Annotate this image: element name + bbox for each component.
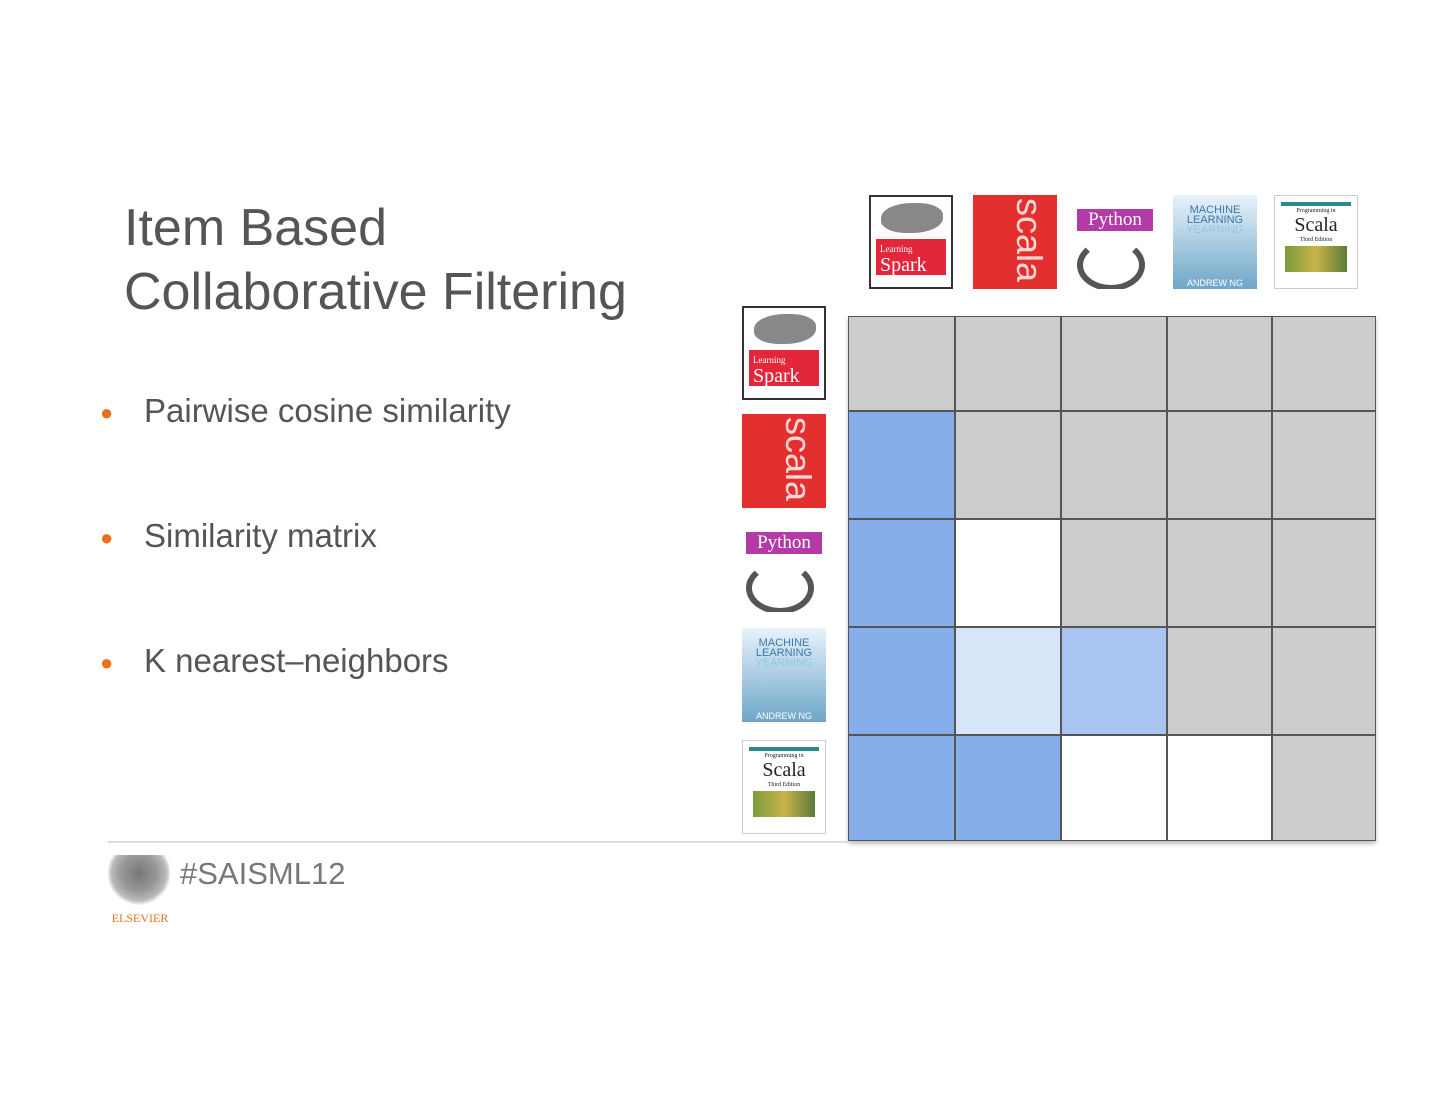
book-title: Python: [1077, 209, 1153, 231]
book-title: Scala: [1294, 214, 1338, 236]
book-title: LEARNING: [755, 647, 813, 659]
bullet-dot-icon: ●: [100, 400, 114, 425]
book-subtitle: Learning: [753, 355, 786, 365]
matrix-cell-empty: [1272, 316, 1376, 411]
snake-image: [1077, 239, 1145, 289]
matrix-cell-empty: [955, 316, 1061, 411]
logo-text: ELSEVIER: [111, 911, 169, 925]
matrix-cell-empty: [1061, 519, 1167, 627]
matrix-cell-medium: [1061, 627, 1167, 735]
similarity-matrix: [848, 316, 1376, 841]
row-book-cover: scala: [742, 414, 826, 508]
bullet-dot-icon: ●: [100, 650, 114, 675]
book-edition: Third Edition: [767, 782, 801, 788]
shark-image: [881, 203, 943, 233]
matrix-cell-strong: [848, 519, 955, 627]
column-book-cover: scala: [973, 195, 1057, 289]
book-title: scala: [1008, 197, 1050, 283]
matrix-cell-empty: [1167, 519, 1272, 627]
book-title: MACHINE: [1189, 204, 1241, 216]
matrix-cell-empty: [955, 411, 1061, 519]
shark-image: [754, 314, 816, 344]
hashtag: #SAISML12: [180, 856, 346, 891]
book-title: LEARNING: [1186, 214, 1244, 226]
snake-image: [746, 562, 814, 612]
book-title: Python: [746, 532, 822, 554]
matrix-cell-empty: [848, 316, 955, 411]
matrix-cell-empty: [1167, 411, 1272, 519]
book-title: Scala: [762, 759, 806, 781]
cover-image: [1285, 246, 1347, 272]
matrix-cell-empty: [1272, 411, 1376, 519]
matrix-cell-empty: [1061, 411, 1167, 519]
matrix-cell-zero: [1167, 735, 1272, 841]
column-book-cover: Python: [1073, 195, 1157, 289]
book-subtitle: Learning: [880, 244, 913, 254]
book-title: YEARNING: [755, 657, 813, 669]
matrix-cell-empty: [1167, 627, 1272, 735]
title-line-1: Item Based: [124, 199, 388, 257]
elsevier-logo: ELSEVIER: [108, 855, 172, 927]
cover-image: [753, 791, 815, 817]
footer-divider: [108, 841, 848, 843]
bullet-text: Similarity matrix: [144, 517, 377, 554]
book-title: YEARNING: [1186, 224, 1244, 236]
matrix-cell-empty: [1272, 735, 1376, 841]
book-title: scala: [777, 416, 819, 502]
matrix-cell-empty: [1272, 627, 1376, 735]
book-title: Spark: [880, 254, 927, 276]
book-author: ANDREW NG: [756, 711, 812, 721]
matrix-cell-strong: [848, 411, 955, 519]
book-edition: Third Edition: [1299, 237, 1333, 243]
matrix-cell-strong: [848, 735, 955, 841]
book-subtitle: Programming in: [764, 753, 804, 759]
matrix-cell-empty: [1272, 519, 1376, 627]
matrix-cell-zero: [955, 519, 1061, 627]
tree-icon: [108, 855, 170, 907]
matrix-cell-light: [955, 627, 1061, 735]
book-author: ANDREW NG: [1187, 278, 1243, 288]
matrix-cell-zero: [1061, 735, 1167, 841]
book-title: Spark: [753, 365, 800, 387]
matrix-cell-empty: [1167, 316, 1272, 411]
matrix-cell-empty: [1061, 316, 1167, 411]
matrix-cell-strong: [848, 627, 955, 735]
book-title: MACHINE: [758, 637, 810, 649]
bullet-dot-icon: ●: [100, 525, 114, 550]
row-book-cover: Python: [742, 518, 826, 612]
bullet-text: K nearest–neighbors: [144, 642, 449, 679]
matrix-cell-strong: [955, 735, 1061, 841]
bullet-text: Pairwise cosine similarity: [144, 392, 511, 429]
title-line-2: Collaborative Filtering: [124, 263, 627, 321]
book-subtitle: Programming in: [1296, 208, 1336, 214]
